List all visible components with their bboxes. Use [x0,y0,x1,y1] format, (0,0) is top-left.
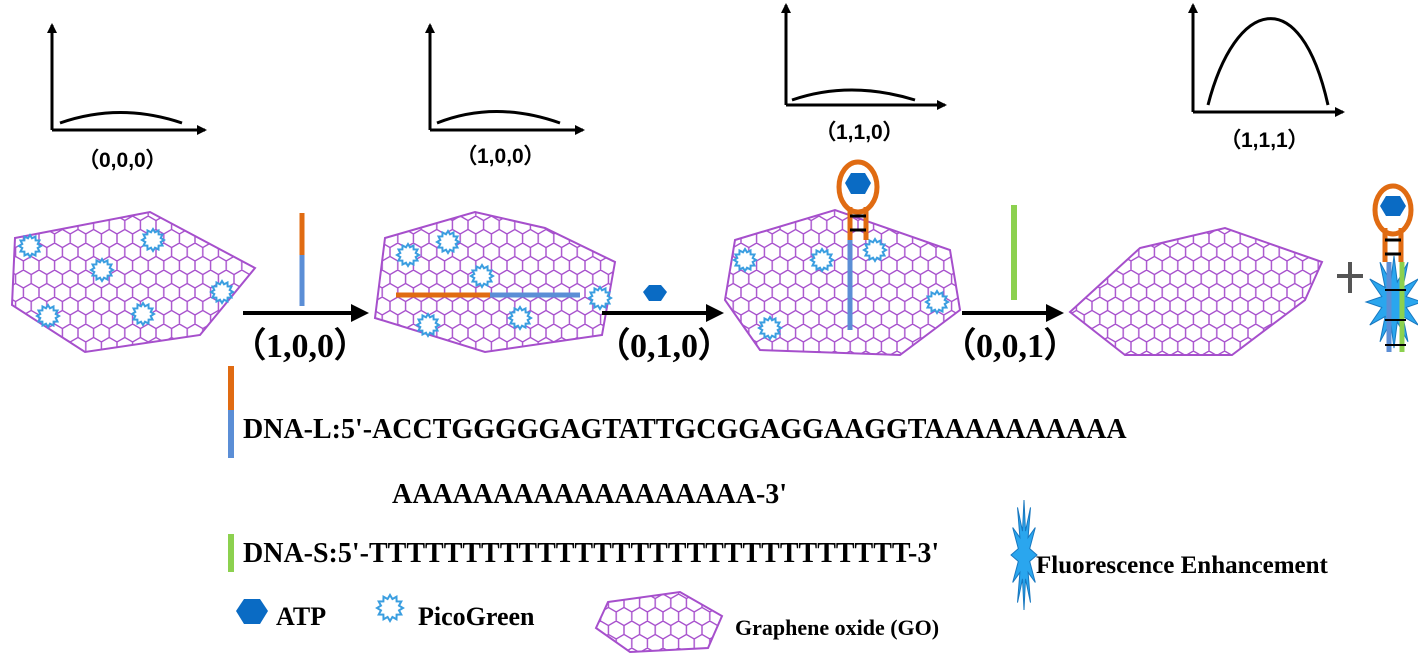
aptamer-atp-complex [836,159,880,330]
dna-s-sequence: DNA-S:5'-TTTTTTTTTTTTTTTTTTTTTTTTTTTTT-3… [243,538,940,569]
picogreen-star [469,263,495,289]
state-label-110: （1,1,0） [815,121,904,144]
dna-l-sequence-line-2: AAAAAAAAAAAAAAAAAA-3' [392,479,788,510]
picogreen-star [89,257,115,283]
picogreen-star [862,237,888,263]
graph-state-110 [781,3,947,110]
picogreen-star [17,233,43,259]
plus-sign [1337,262,1363,293]
picogreen-star [130,301,156,327]
state-label-000: （0,0,0） [78,149,167,172]
dna-l-sequence-line-1: DNA-L:5'-ACCTGGGGGAGTATTGCGGAGGAAGGTAAAA… [243,414,1127,445]
graph-state-100 [425,23,585,135]
graphene-sheet-2 [373,210,617,354]
graphene-oxide-legend-label: Graphene oxide (GO) [735,615,940,640]
signal-curve [59,111,183,125]
graphene-legend-icon [594,590,724,654]
graph-state-000 [47,23,207,135]
state-label-111: （1,1,1） [1220,129,1309,152]
graph-state-111 [1188,3,1345,117]
picogreen-star [587,285,613,311]
atp-legend-icon [236,599,268,624]
picogreen-star [209,279,235,305]
fluorescence-burst [1010,499,1038,611]
picogreen-dyes [17,227,950,341]
picogreen-star [415,312,441,338]
picogreen-star [809,247,835,273]
picogreen-legend-label: PicoGreen [418,602,535,631]
fluorescence-enhancement-label: Fluorescence Enhancement [1036,552,1328,579]
signal-curve [1206,17,1330,106]
picogreen-star [395,242,421,268]
fluorescent-duplex-complex [1364,183,1418,352]
step-label-input-010: （0,1,0） [596,328,732,365]
step-label-input-100: （1,0,0） [232,328,368,365]
picogreen-legend-icon [375,593,405,623]
picogreen-star [375,593,405,623]
fluorescence-burst [1364,255,1418,349]
state-label-100: （1,0,0） [456,145,545,168]
picogreen-star [140,227,166,253]
step-label-input-001: （0,0,1） [942,328,1078,365]
atp-legend-label: ATP [276,602,327,631]
signal-curve [436,110,561,125]
graphene-sheet-4 [1068,226,1324,356]
atp-input-icon [643,285,667,301]
picogreen-star [507,305,533,331]
picogreen-star [35,303,61,329]
signal-curve [791,88,916,102]
picogreen-star [732,247,758,273]
picogreen-star [435,229,461,255]
picogreen-star [924,289,950,315]
fluorescence-burst-icon [1010,499,1038,611]
picogreen-star [757,315,783,341]
graphene-sheet-1 [10,210,257,354]
